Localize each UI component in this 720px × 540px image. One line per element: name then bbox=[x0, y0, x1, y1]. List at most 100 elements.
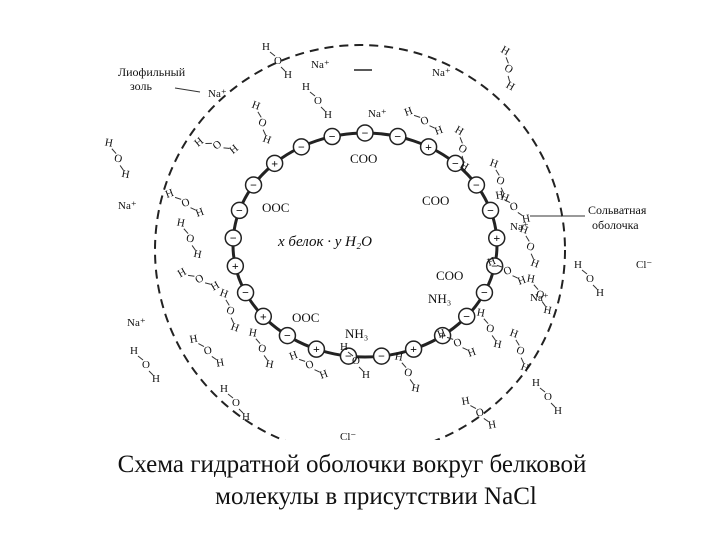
bond bbox=[205, 142, 212, 144]
water-molecule: HOH bbox=[220, 383, 250, 423]
hydrogen-atom: H bbox=[176, 266, 189, 280]
hydrogen-atom: H bbox=[227, 142, 241, 156]
hydrogen-atom: H bbox=[242, 411, 250, 423]
water-molecule: HOH bbox=[104, 137, 131, 182]
hydrogen-atom: H bbox=[324, 109, 332, 121]
water-molecule: HOH bbox=[574, 259, 604, 299]
bond bbox=[298, 358, 306, 362]
hydrogen-atom: H bbox=[499, 191, 511, 205]
bond bbox=[263, 355, 268, 361]
cl-ion: Cl⁻ bbox=[636, 259, 652, 271]
oxygen-atom: O bbox=[509, 200, 519, 213]
hydrogen-atom: H bbox=[121, 168, 131, 181]
oxygen-atom: O bbox=[257, 342, 267, 355]
oxygen-atom: O bbox=[274, 55, 282, 67]
oxygen-atom: O bbox=[304, 358, 316, 372]
oxygen-atom: O bbox=[352, 355, 360, 367]
hydrogen-atom: H bbox=[487, 418, 497, 431]
bond bbox=[512, 275, 518, 279]
caption-line-2: молекулы в присутствии NaCl bbox=[215, 483, 537, 510]
water-molecule: HOH bbox=[526, 273, 553, 318]
bond bbox=[459, 137, 463, 144]
hydrogen-atom: H bbox=[411, 382, 421, 395]
negative-charge-bead bbox=[278, 326, 297, 345]
oxygen-atom: O bbox=[586, 273, 594, 285]
charge-sign: + bbox=[260, 309, 267, 323]
hydrogen-atom: H bbox=[248, 327, 258, 340]
water-molecule: HOH bbox=[499, 44, 517, 94]
charge-sign: − bbox=[473, 178, 480, 192]
charge-sign: − bbox=[298, 140, 305, 154]
hydrogen-atom: H bbox=[218, 287, 230, 301]
bond bbox=[592, 284, 598, 290]
bond bbox=[119, 165, 124, 171]
charge-sign: − bbox=[481, 286, 488, 300]
charge-sign: − bbox=[463, 309, 470, 323]
hydrogen-atom: H bbox=[362, 369, 370, 381]
positive-charge-bead bbox=[433, 326, 452, 345]
oxygen-atom: O bbox=[203, 344, 213, 357]
oxygen-atom: O bbox=[475, 406, 485, 419]
hydrogen-atom: H bbox=[262, 41, 270, 53]
water-molecule: HOH bbox=[403, 105, 445, 138]
hydrogen-atom: H bbox=[521, 212, 531, 225]
hydrogen-atom: H bbox=[229, 321, 241, 335]
water-molecule: HOH bbox=[164, 187, 206, 220]
bond bbox=[347, 351, 354, 357]
water-molecule: HOH bbox=[488, 157, 511, 205]
hydrogen-atom: H bbox=[288, 349, 300, 363]
charge-sign: − bbox=[362, 126, 369, 140]
hydrogen-atom: H bbox=[192, 135, 206, 149]
bond bbox=[504, 199, 511, 204]
charge-sign: − bbox=[284, 329, 291, 343]
bond bbox=[520, 357, 524, 364]
charge-sign: − bbox=[378, 349, 385, 363]
charge-sign: − bbox=[250, 178, 257, 192]
water-molecule: HOH bbox=[453, 124, 471, 174]
hydrogen-atom: H bbox=[453, 124, 466, 138]
bond bbox=[446, 336, 454, 340]
water-molecule: HOH bbox=[288, 349, 330, 382]
water-molecule: HOH bbox=[130, 345, 160, 385]
negative-charge-bead bbox=[389, 127, 407, 146]
hydrogen-atom: H bbox=[104, 137, 114, 150]
hydrogen-atom: H bbox=[302, 81, 310, 93]
water-molecule: HOH bbox=[486, 255, 528, 288]
negative-charge-bead bbox=[292, 138, 311, 156]
hydrogen-atom: H bbox=[265, 358, 275, 371]
bond bbox=[238, 408, 244, 414]
oxygen-atom: O bbox=[515, 344, 527, 358]
bond bbox=[223, 147, 230, 149]
bond bbox=[483, 417, 489, 423]
water-molecule: HOH bbox=[189, 333, 225, 370]
charge-sign: − bbox=[345, 349, 352, 363]
water-molecule: HOH bbox=[176, 217, 203, 262]
bond bbox=[137, 355, 144, 361]
water-molecule: HOH bbox=[262, 41, 292, 81]
negative-charge-bead bbox=[372, 347, 391, 365]
oxygen-atom: O bbox=[232, 397, 240, 409]
negative-charge-bead bbox=[244, 176, 263, 194]
bond bbox=[515, 339, 520, 346]
negative-charge-bead bbox=[467, 176, 486, 194]
hydrogen-atom: H bbox=[250, 99, 262, 113]
negative-charge-bead bbox=[339, 347, 358, 365]
na-ion: Na⁺ bbox=[118, 200, 137, 212]
caption-line-1: Схема гидратной оболочки вокруг белковой bbox=[117, 451, 587, 478]
bond bbox=[461, 155, 465, 162]
hydrogen-atom: H bbox=[499, 44, 512, 58]
charge-sign: + bbox=[439, 329, 446, 343]
hydrogen-atom: H bbox=[461, 395, 471, 408]
hydrogen-atom: H bbox=[486, 255, 498, 269]
positive-charge-bead bbox=[419, 138, 438, 156]
hydrogen-atom: H bbox=[152, 373, 160, 385]
bond bbox=[225, 299, 230, 306]
hydrogen-atom: H bbox=[516, 274, 528, 288]
bond bbox=[500, 187, 504, 194]
na-ion: Na⁺ bbox=[530, 292, 549, 304]
center-label: x белок · y H₂O bbox=[277, 234, 372, 250]
oxygen-atom: O bbox=[113, 152, 123, 165]
